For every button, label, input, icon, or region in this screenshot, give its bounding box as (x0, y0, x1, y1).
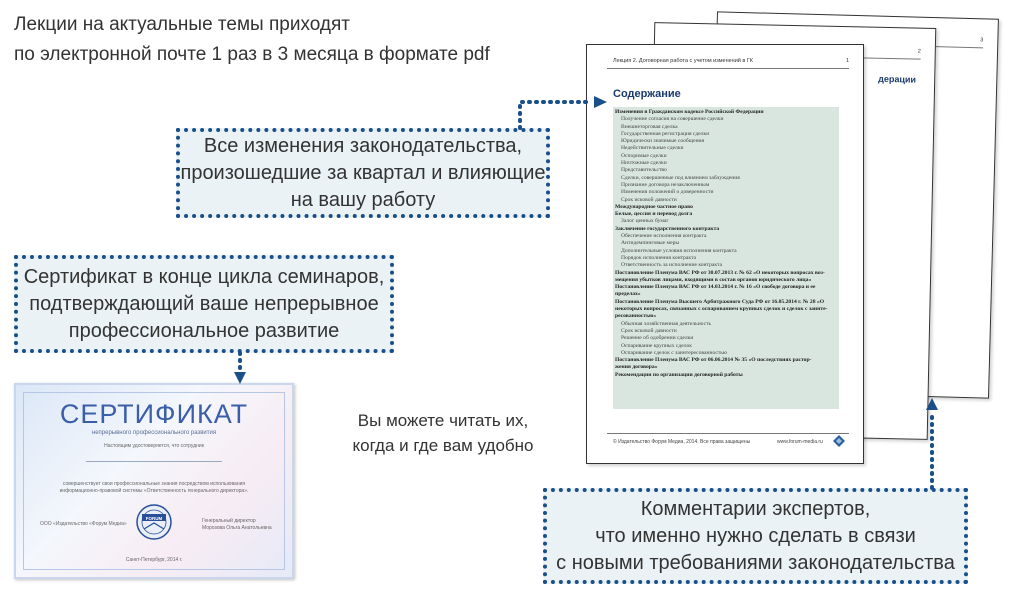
toc-item: Государственная регистрация сделки (621, 130, 710, 137)
toc-box (613, 107, 839, 409)
toc-item: мещения убытков лицами, входящими в сост… (615, 276, 812, 283)
certificate-title: СЕРТИФИКАТ (59, 399, 249, 429)
intro-text: Лекции на актуальные темы приходят по эл… (14, 10, 490, 70)
callout-line-1: Все изменения законодательства, (203, 134, 523, 157)
reading-note: Вы можете читать их, когда и где вам удо… (318, 408, 568, 458)
footer-url: www.forum-media.ru (777, 439, 823, 445)
toc-item: Срок исковой давности (621, 196, 677, 203)
toc-item: Изменения в Гражданском кодексе Российск… (615, 109, 764, 115)
callout-line-1: Комментарии экспертов, (640, 497, 871, 520)
toc-item: Постановление Пленума ВАС РФ от 14.03.20… (615, 284, 816, 291)
toc-item: Порядок исполнения контракта (621, 254, 697, 261)
certificate-left-sign: ООО «Издательство «Форум Медиа» (40, 521, 127, 527)
toc-item: Недействительные сделки (621, 145, 684, 152)
callout-certificate: Сертификат в конце цикла семинаров, подт… (14, 255, 394, 353)
toc-item: Залог ценных бумаг (621, 218, 669, 225)
callout-line-2: что именно нужно сделать в связи (595, 524, 916, 547)
callout-expert-comments: Комментарии экспертов, что именно нужно … (543, 488, 968, 584)
certificate-image: СЕРТИФИКАТ непрерывного профессиональног… (14, 383, 294, 579)
certificate-body-line-2: информационно-правовой системы «Ответств… (59, 488, 249, 494)
toc-item: Получение согласия на совершение сделки (621, 116, 724, 123)
toc-item: Международное частное право (615, 203, 693, 210)
certificate-director-title: Генеральный директор (202, 518, 256, 524)
toc-item: Оспаривание крупных сделок (621, 342, 693, 349)
contents-title: Содержание (613, 88, 681, 100)
certificate-director-name: Морозова Ольга Анатольевна (202, 525, 272, 531)
toc-item: ресованностью» (615, 313, 657, 320)
intro-line-1: Лекции на актуальные темы приходят (14, 14, 350, 35)
toc-item: Срок исковой давности (621, 327, 677, 334)
page-header: Лекция 2. Договорная работа с учетом изм… (613, 58, 754, 64)
certificate-border (23, 392, 285, 570)
callout-line-3: на вашу работу (290, 188, 436, 211)
certificate-seal-icon (136, 504, 172, 540)
certificate-subtitle: непрерывного профессионального развития (91, 430, 217, 436)
table-of-contents: Изменения в Гражданском кодексе Российск… (615, 109, 827, 379)
toc-item: Антидемпинговые меры (621, 240, 680, 247)
callout-line-2: подтверждающий ваше непрерывное (29, 292, 379, 315)
toc-item: Рекомендации по организации договорной р… (615, 371, 743, 378)
callout-line-2: произошедшие за квартал и влияющие (180, 161, 546, 184)
note-line-2: когда и где вам удобно (352, 436, 534, 455)
toc-item: Белые, цессия и перевод долга (615, 211, 693, 218)
toc-item: Юридически значимые сообщения (621, 138, 705, 145)
intro-line-2: по электронной почте 1 раз в 3 месяца в … (14, 44, 490, 65)
document-page-front: Лекция 2. Договорная работа с учетом изм… (586, 44, 864, 464)
certificate-logo-text: FORUM (145, 516, 163, 521)
toc-item: Постановление Пленума Высшего Арбитражно… (615, 298, 825, 305)
toc-item: Изменения положений о доверенности (621, 189, 714, 196)
toc-item: Обычная хозяйственная деятельность (621, 320, 712, 327)
certificate-city: Санкт-Петербург, 2014 г. (125, 557, 183, 563)
footer-copyright: © Издательство Форум Медиа, 2014. Все пр… (613, 439, 751, 445)
note-line-1: Вы можете читать их, (357, 411, 529, 430)
page-number: 1 (845, 58, 849, 64)
toc-item: Оспаривание сделок с заинтересованностью (621, 349, 728, 356)
callout-line-3: с новыми требованиями законодательства (556, 551, 955, 574)
callout-line-3: профессиональное развитие (68, 319, 340, 342)
toc-item: Решение об одобрении сделки (621, 335, 694, 342)
toc-item: Представительство (621, 167, 667, 174)
toc-item: Ничтожные сделки (621, 160, 667, 167)
toc-item: Внешнеторговая сделка (621, 123, 678, 130)
toc-item: некоторых вопросах, связанных с оспарива… (615, 306, 828, 313)
toc-item: жения договора» (615, 364, 658, 371)
toc-item: Ответственность за исполнение контракта (621, 262, 722, 269)
toc-item: Постановление Пленума ВАС РФ от 30.07.20… (615, 269, 825, 276)
toc-item: Признание договора незаключенным (621, 181, 710, 188)
toc-item: Оспоримые сделки (621, 152, 667, 159)
toc-item: Постановление Пленума ВАС РФ от 06.06.20… (615, 357, 812, 364)
toc-item: Обеспечение исполнения контракта (621, 233, 707, 240)
callout-line-1: Сертификат в конце цикла семинаров, (23, 265, 385, 288)
toc-item: Дополнительные условия исполнения контра… (621, 247, 737, 254)
toc-item: Сделки, совершенные под влиянием заблужд… (621, 174, 740, 181)
forum-logo-icon (833, 435, 845, 447)
callout-legislation-changes: Все изменения законодательства, произоше… (176, 128, 550, 218)
certificate-name-line (86, 461, 222, 462)
toc-item: Заключение государственного контракта (615, 225, 720, 232)
certificate-certify-line: Настоящим удостоверяется, что сотрудник (104, 443, 204, 449)
certificate-body-line-1: совершенствует свои профессиональные зна… (62, 481, 246, 487)
toc-item: пределах» (615, 291, 641, 298)
